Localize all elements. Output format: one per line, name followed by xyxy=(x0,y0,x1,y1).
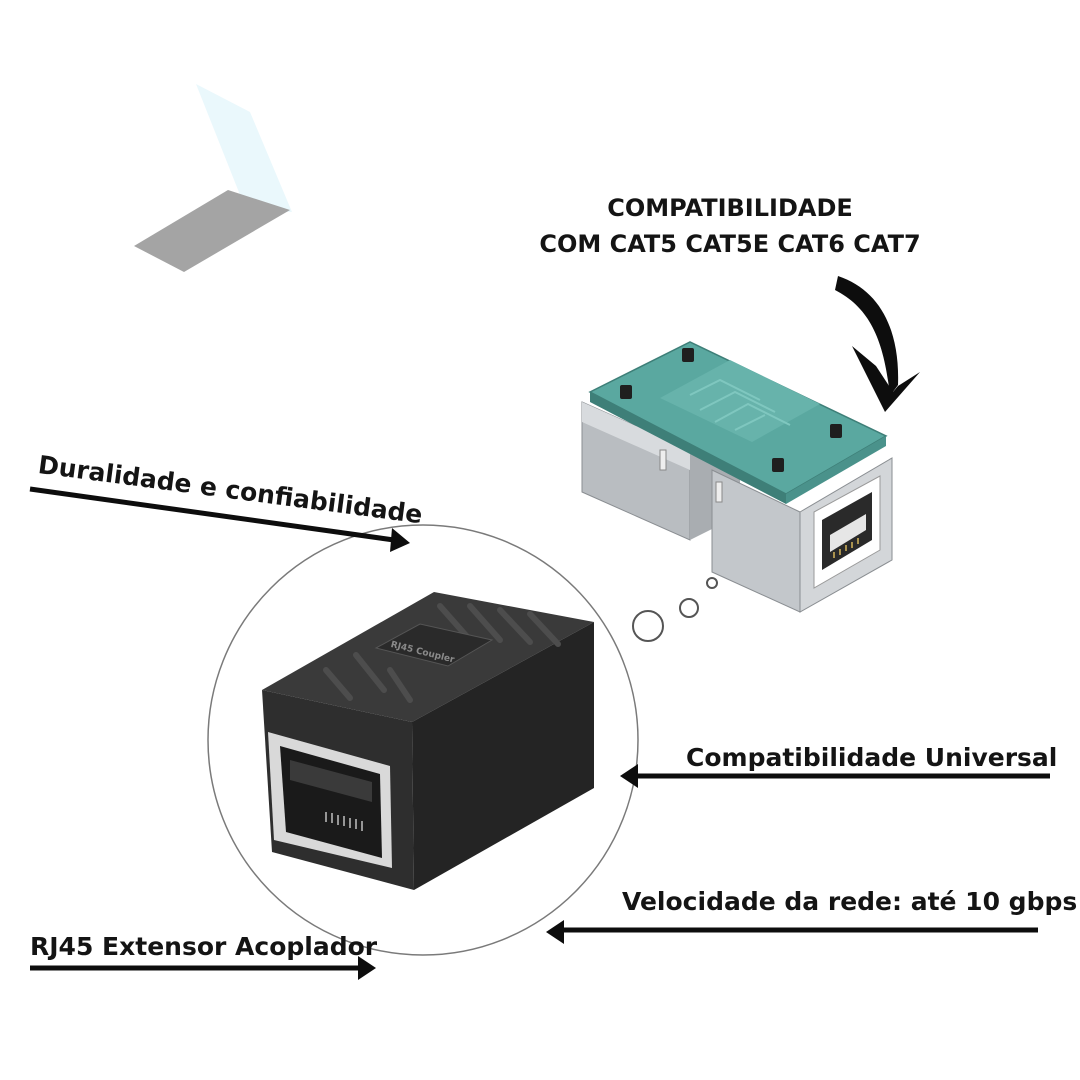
decor-gray-shape xyxy=(134,190,290,272)
arrow-right-icon xyxy=(29,486,410,552)
compatibility-line-1: COMPATIBILIDADE xyxy=(607,194,853,222)
arrow-left-icon xyxy=(620,764,1050,788)
arrow-right-icon xyxy=(30,956,376,980)
metal-coupler-image xyxy=(581,341,893,613)
thought-bubble-icon xyxy=(632,577,718,642)
arrow-left-icon xyxy=(546,920,1038,944)
compatibility-heading: COMPATIBILIDADE COM CAT5 CAT5E CAT6 CAT7 xyxy=(500,190,960,262)
black-coupler-image xyxy=(262,592,594,890)
feature-speed-label: Velocidade da rede: até 10 gbps xyxy=(622,887,1078,916)
product-circle xyxy=(207,524,639,956)
feature-universal-label: Compatibilidade Universal xyxy=(686,743,1058,772)
curved-arrow-down-icon xyxy=(835,276,920,412)
compatibility-line-2: COM CAT5 CAT5E CAT6 CAT7 xyxy=(539,230,921,258)
decor-light-shape xyxy=(196,84,292,212)
feature-product-label: RJ45 Extensor Acoplador xyxy=(30,932,378,961)
